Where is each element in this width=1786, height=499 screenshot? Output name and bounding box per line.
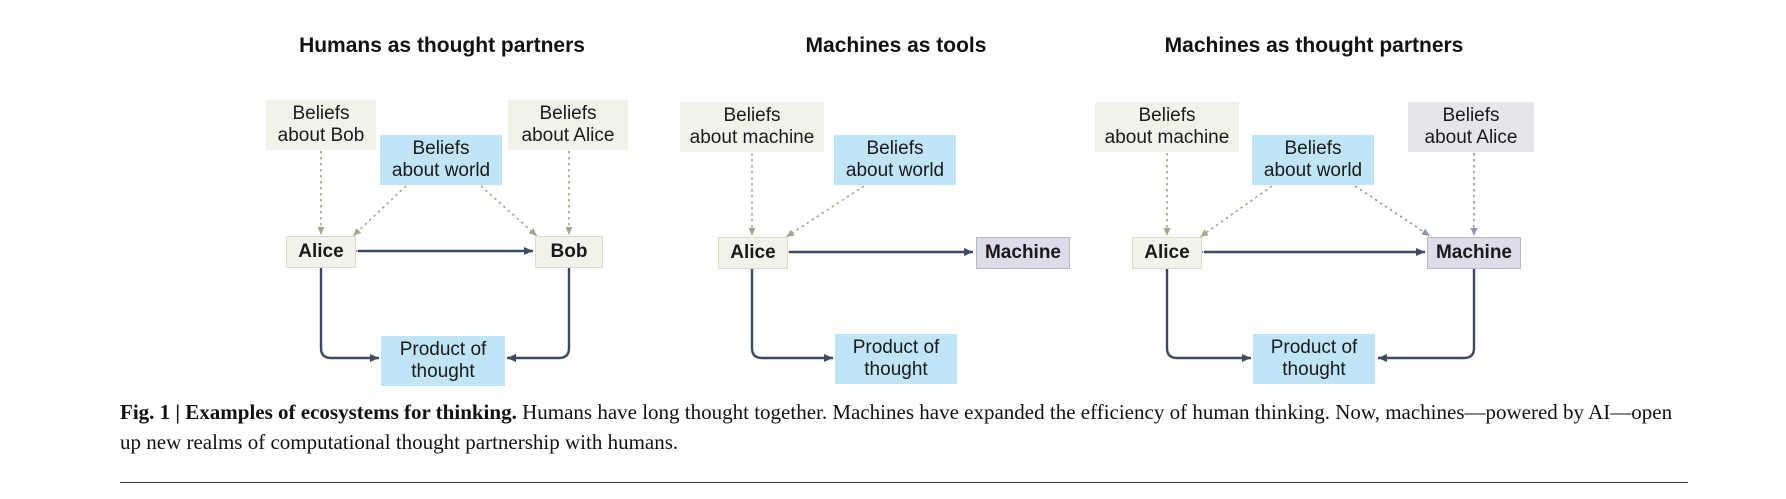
node-product-of-thought: Product of thought [835,334,957,384]
bottom-divider [120,482,1688,483]
node-alice: Alice [718,237,788,269]
node-alice: Alice [1132,237,1202,269]
edge-beliefs-world-to-alice [352,185,407,237]
panel-title-machines-as-tools: Machines as tools [805,34,987,57]
node-label: Alice [730,242,776,263]
edge-beliefs-world-to-alice [785,185,865,238]
node-label: Machine [1435,242,1513,263]
node-label: Alice [1144,242,1190,263]
node-beliefs-about-alice: Beliefs about Alice [508,100,628,150]
caption-text: Humans have long thought together. Machi… [120,400,1673,454]
node-label: Beliefs about world [391,138,491,181]
node-alice: Alice [286,236,356,268]
node-label: Product of thought [1270,337,1358,380]
node-label: Machine [984,242,1062,263]
node-label: Product of thought [399,339,487,382]
node-label: Beliefs about Bob [277,103,365,146]
node-label: Beliefs about world [1263,138,1363,181]
node-machine: Machine [976,237,1070,269]
node-label: Bob [550,241,588,262]
node-label: Beliefs about world [845,138,945,181]
node-label: Beliefs about machine [1104,105,1230,148]
node-beliefs-about-machine: Beliefs about machine [1095,102,1239,152]
panel-2-edges [748,153,973,362]
panel-title-humans-as-thought-partners: Humans as thought partners [299,34,585,57]
edge-machine-to-product [1378,269,1476,362]
edge-alice-to-product [750,269,833,362]
node-beliefs-about-bob: Beliefs about Bob [266,100,376,150]
node-label: Alice [298,241,344,262]
node-label: Beliefs about Alice [521,103,615,146]
node-label: Beliefs about machine [689,105,815,148]
panel-title-machines-as-thought-partners: Machines as thought partners [1164,34,1464,57]
edge-alice-to-product [1165,269,1251,362]
node-beliefs-about-alice: Beliefs about Alice [1408,102,1534,152]
node-machine: Machine [1427,237,1521,269]
node-label: Beliefs about Alice [1424,105,1518,148]
edge-bob-to-product [507,268,571,362]
node-product-of-thought: Product of thought [381,336,505,386]
panel-3-edges [1163,153,1478,362]
panel-1-edges [317,151,573,362]
edge-beliefs-world-to-bob [480,185,538,237]
edge-beliefs-world-to-machine [1354,185,1431,237]
node-beliefs-about-world: Beliefs about world [834,135,956,185]
node-beliefs-about-world: Beliefs about world [380,135,502,185]
edge-beliefs-world-to-alice [1199,185,1273,238]
node-label: Product of thought [852,337,940,380]
figure-caption: Fig. 1 | Examples of ecosystems for thin… [120,397,1680,457]
node-bob: Bob [535,236,603,268]
node-beliefs-about-world: Beliefs about world [1252,135,1374,185]
node-beliefs-about-machine: Beliefs about machine [680,102,824,152]
node-product-of-thought: Product of thought [1253,334,1375,384]
caption-label: Fig. 1 | Examples of ecosystems for thin… [120,400,517,424]
edge-alice-to-product [319,268,379,362]
